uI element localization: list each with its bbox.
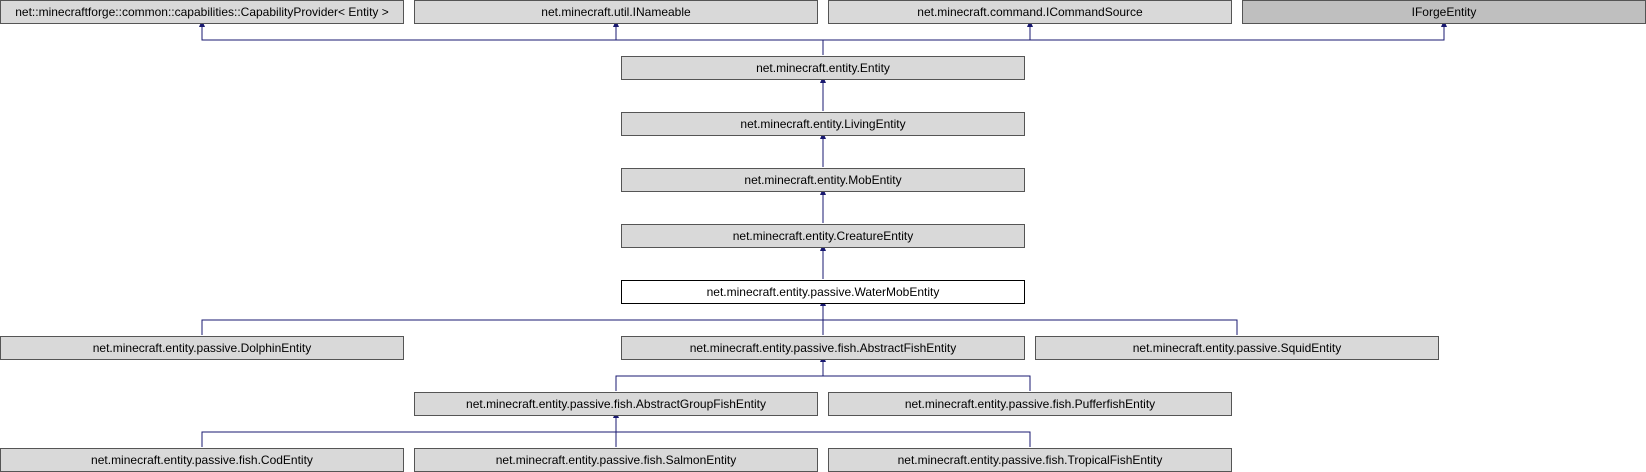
node-tropical-fish-entity[interactable]: net.minecraft.entity.passive.fish.Tropic… [828, 448, 1232, 472]
node-creature-entity[interactable]: net.minecraft.entity.CreatureEntity [621, 224, 1025, 248]
node-mob-entity[interactable]: net.minecraft.entity.MobEntity [621, 168, 1025, 192]
node-label: net.minecraft.entity.passive.WaterMobEnt… [706, 285, 940, 299]
node-label: net.minecraft.entity.passive.fish.Salmon… [495, 453, 737, 467]
node-label: net.minecraft.entity.Entity [756, 61, 890, 75]
node-salmon-entity[interactable]: net.minecraft.entity.passive.fish.Salmon… [414, 448, 818, 472]
edge-entity-to-parents [199, 20, 824, 55]
node-label: net.minecraft.entity.MobEntity [744, 173, 902, 187]
node-water-mob-entity: net.minecraft.entity.passive.WaterMobEnt… [621, 280, 1025, 304]
node-label: net.minecraft.entity.passive.fish.Abstra… [689, 341, 957, 355]
node-entity[interactable]: net.minecraft.entity.Entity [621, 56, 1025, 80]
edge-entity-to-iforgeentity [1030, 20, 1447, 41]
node-inameable[interactable]: net.minecraft.util.INameable [414, 0, 818, 24]
node-label: net.minecraft.entity.LivingEntity [740, 117, 906, 131]
node-dolphin-entity[interactable]: net.minecraft.entity.passive.DolphinEnti… [0, 336, 404, 360]
node-label: net.minecraft.command.ICommandSource [917, 5, 1143, 19]
node-pufferfish-entity[interactable]: net.minecraft.entity.passive.fish.Puffer… [828, 392, 1232, 416]
node-label: net.minecraft.entity.passive.fish.Abstra… [466, 397, 766, 411]
node-capability-provider[interactable]: net::minecraftforge::common::capabilitie… [0, 0, 404, 24]
node-iforgeentity[interactable]: IForgeEntity [1242, 0, 1646, 24]
node-abstract-fish-entity[interactable]: net.minecraft.entity.passive.fish.Abstra… [621, 336, 1025, 360]
node-label: net.minecraft.entity.passive.fish.Tropic… [897, 453, 1163, 467]
node-label: net.minecraft.entity.CreatureEntity [732, 229, 914, 243]
node-icommandsource[interactable]: net.minecraft.command.ICommandSource [828, 0, 1232, 24]
node-label: net.minecraft.entity.passive.fish.CodEnt… [91, 453, 313, 467]
node-squid-entity[interactable]: net.minecraft.entity.passive.SquidEntity [1035, 336, 1439, 360]
node-label: net.minecraft.entity.passive.fish.Puffer… [904, 397, 1156, 411]
node-label: net.minecraft.entity.passive.SquidEntity [1132, 341, 1342, 355]
edge-fish-children [615, 375, 1031, 391]
node-cod-entity[interactable]: net.minecraft.entity.passive.fish.CodEnt… [0, 448, 404, 472]
edge-children-to-watermob [201, 319, 1238, 335]
node-label: net.minecraft.entity.passive.DolphinEnti… [92, 341, 312, 355]
node-label: net::minecraftforge::common::capabilitie… [15, 5, 389, 19]
node-abstract-group-fish-entity[interactable]: net.minecraft.entity.passive.fish.Abstra… [414, 392, 818, 416]
node-label: IForgeEntity [1411, 5, 1477, 19]
node-label: net.minecraft.util.INameable [541, 5, 691, 19]
node-living-entity[interactable]: net.minecraft.entity.LivingEntity [621, 112, 1025, 136]
edge-entity-to-icommandsource [823, 20, 1033, 41]
